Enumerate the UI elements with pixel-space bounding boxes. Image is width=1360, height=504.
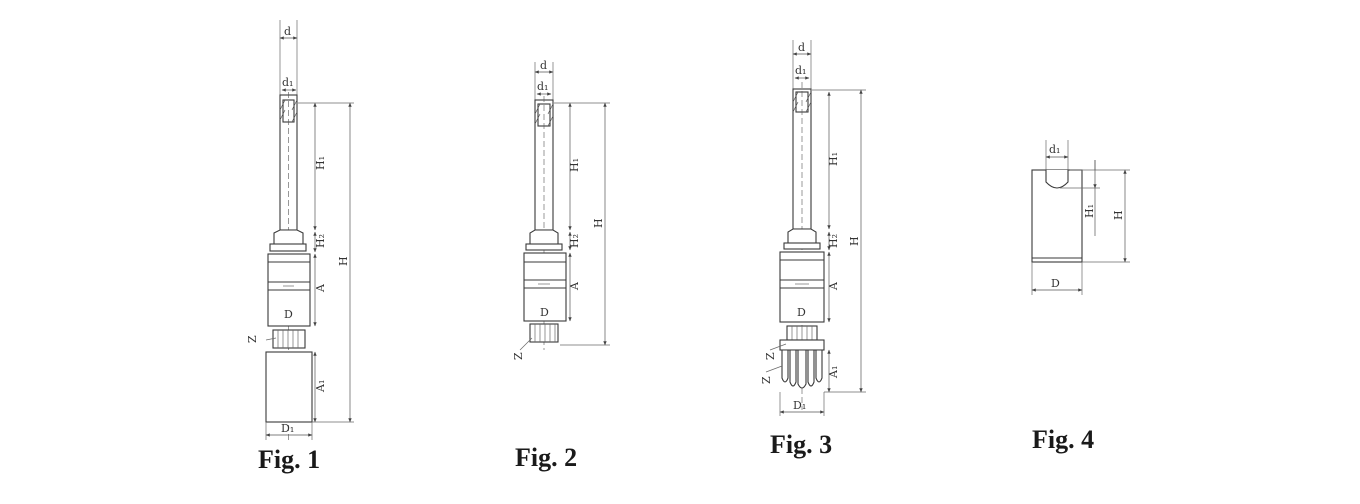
fig1-label-d: d <box>284 25 291 38</box>
fig2-body <box>523 252 567 322</box>
fig2-label-d1: d₁ <box>537 80 548 93</box>
fig3-label-H2: H₂ <box>827 234 840 248</box>
fig1-label-D: D <box>284 308 293 321</box>
figure-4: d₁ H₁ H D Fig. 4 <box>1031 140 1130 454</box>
fig4-label-H1: H₁ <box>1083 204 1096 218</box>
fig3-label-D: D <box>797 306 806 319</box>
fig2-label-H2: H₂ <box>568 234 581 248</box>
fig2-label-H: H <box>592 218 605 228</box>
fig2-caption: Fig. 2 <box>515 443 577 472</box>
fig3-label-A1: A₁ <box>827 366 840 379</box>
fig4-label-d1: d₁ <box>1049 143 1060 156</box>
fig1-label-A: A <box>314 283 327 293</box>
fig1-label-H2: H₂ <box>314 234 327 248</box>
fig3-label-A: A <box>827 281 840 291</box>
fig1-label-D1: D₁ <box>281 422 294 435</box>
fig3-label-D1: D₁ <box>793 399 806 412</box>
fig2-label-H1: H₁ <box>568 158 581 172</box>
fig2-gear <box>529 323 559 343</box>
fig2-label-D: D <box>540 306 549 319</box>
fig1-label-H1: H₁ <box>314 156 327 170</box>
figure-2: d d₁ H₁ H₂ A H D Z <box>512 59 610 472</box>
fig1-lower-cylinder <box>265 351 313 423</box>
fig1-caption: Fig. 1 <box>258 445 320 474</box>
fig3-label-H1: H₁ <box>827 152 840 166</box>
fig2-label-Z: Z <box>512 352 525 360</box>
fig1-label-d1: d₁ <box>282 76 293 89</box>
fig1-label-Z: Z <box>246 335 259 343</box>
fig4-label-H: H <box>1112 210 1125 220</box>
fig2-label-A: A <box>568 281 581 291</box>
figure-1: d d₁ H₁ H₂ <box>246 20 354 474</box>
fig4-label-D: D <box>1051 277 1060 290</box>
fig3-label-Z: Z <box>764 352 777 360</box>
fig3-cutter-fingers <box>781 349 823 389</box>
fig1-label-H: H <box>337 256 350 266</box>
fig3-label-H: H <box>848 236 861 246</box>
fig1-label-A1: A₁ <box>314 380 327 393</box>
fig4-caption: Fig. 4 <box>1032 425 1094 454</box>
fig3-body <box>779 251 825 323</box>
fig3-label-d1: d₁ <box>795 64 806 77</box>
fig2-label-d: d <box>540 59 547 72</box>
figure-3: d d₁ H₁ <box>760 40 866 459</box>
fig3-label-Z2: Z <box>760 376 773 384</box>
fig3-label-d: d <box>798 41 805 54</box>
fig3-caption: Fig. 3 <box>770 430 832 459</box>
fig1-gear <box>272 329 306 349</box>
